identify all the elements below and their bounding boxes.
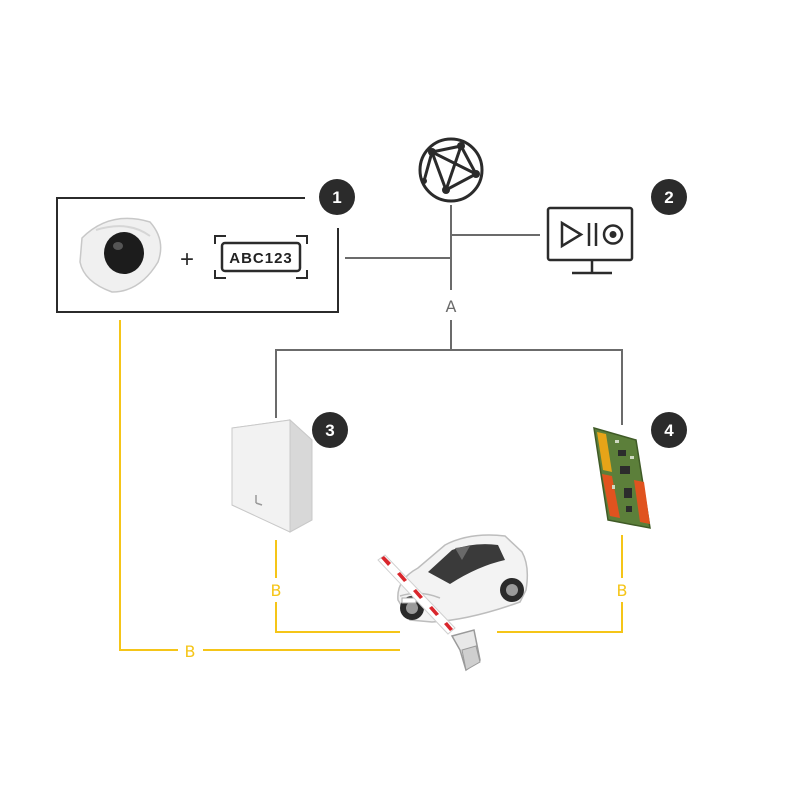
badge-2: 2 <box>651 179 687 215</box>
globe-network-icon <box>418 137 484 203</box>
io-lines <box>119 320 623 651</box>
io-module-board-icon <box>593 426 651 529</box>
badge-4: 4 <box>651 412 687 448</box>
io-label-camera: B <box>185 642 196 661</box>
io-label-board: B <box>617 581 628 600</box>
io-label-door: B <box>271 581 282 600</box>
license-plate-icon: ABC123 <box>214 235 308 279</box>
camera-group: + ABC123 <box>56 197 339 313</box>
badge-4-number: 4 <box>664 421 674 440</box>
io-line-door-lower <box>275 602 400 633</box>
badge-3: 3 <box>312 412 348 448</box>
io-line-camera-left <box>119 320 178 651</box>
dome-camera-icon <box>79 217 162 293</box>
plus-sign: + <box>180 246 194 273</box>
parking-barrier-icon <box>377 554 481 672</box>
badge-1: 1 <box>319 179 355 215</box>
badge-1-number: 1 <box>332 188 341 207</box>
io-line-io-lower <box>497 602 623 633</box>
network-connection-label: A <box>446 297 457 316</box>
door-controller-icon <box>231 418 313 533</box>
video-management-monitor-icon <box>546 206 634 275</box>
play-icon <box>560 220 584 249</box>
record-icon <box>602 224 624 245</box>
badge-2-number: 2 <box>664 188 673 207</box>
plate-number: ABC123 <box>229 250 293 267</box>
network-lines <box>275 205 623 425</box>
network-branch <box>275 349 623 425</box>
badge-3-number: 3 <box>325 421 334 440</box>
car-icon <box>397 534 529 623</box>
camera-group-frame <box>56 197 339 313</box>
